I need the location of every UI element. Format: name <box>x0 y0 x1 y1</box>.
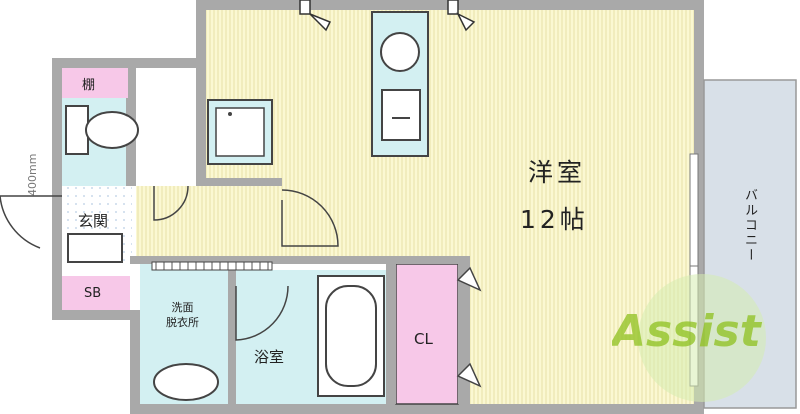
shelf-label: 棚 <box>82 78 96 93</box>
svg-text:Assist: Assist <box>612 306 763 357</box>
toilet <box>65 105 139 155</box>
window-marks <box>299 0 476 32</box>
closet-box <box>395 263 459 405</box>
western-room-size: 12帖 <box>520 205 589 234</box>
entrance-area <box>0 186 132 310</box>
kitchen-counter <box>371 11 429 157</box>
shoe-box-label: SB <box>84 286 102 301</box>
door-swings <box>153 185 482 388</box>
dimension-label: 400mm <box>26 153 39 196</box>
entrance-label: 玄関 <box>78 212 109 230</box>
closet-label: CL <box>414 330 433 348</box>
assist-logo: Assist <box>612 274 766 402</box>
western-room-label: 洋室 <box>528 158 587 187</box>
washbasin <box>153 363 219 401</box>
shelf-box <box>62 68 128 98</box>
washroom-label: 洗面 脱衣所 <box>166 301 199 329</box>
bathroom-label: 浴室 <box>254 348 285 366</box>
balcony-label: バルコニー <box>742 188 757 263</box>
